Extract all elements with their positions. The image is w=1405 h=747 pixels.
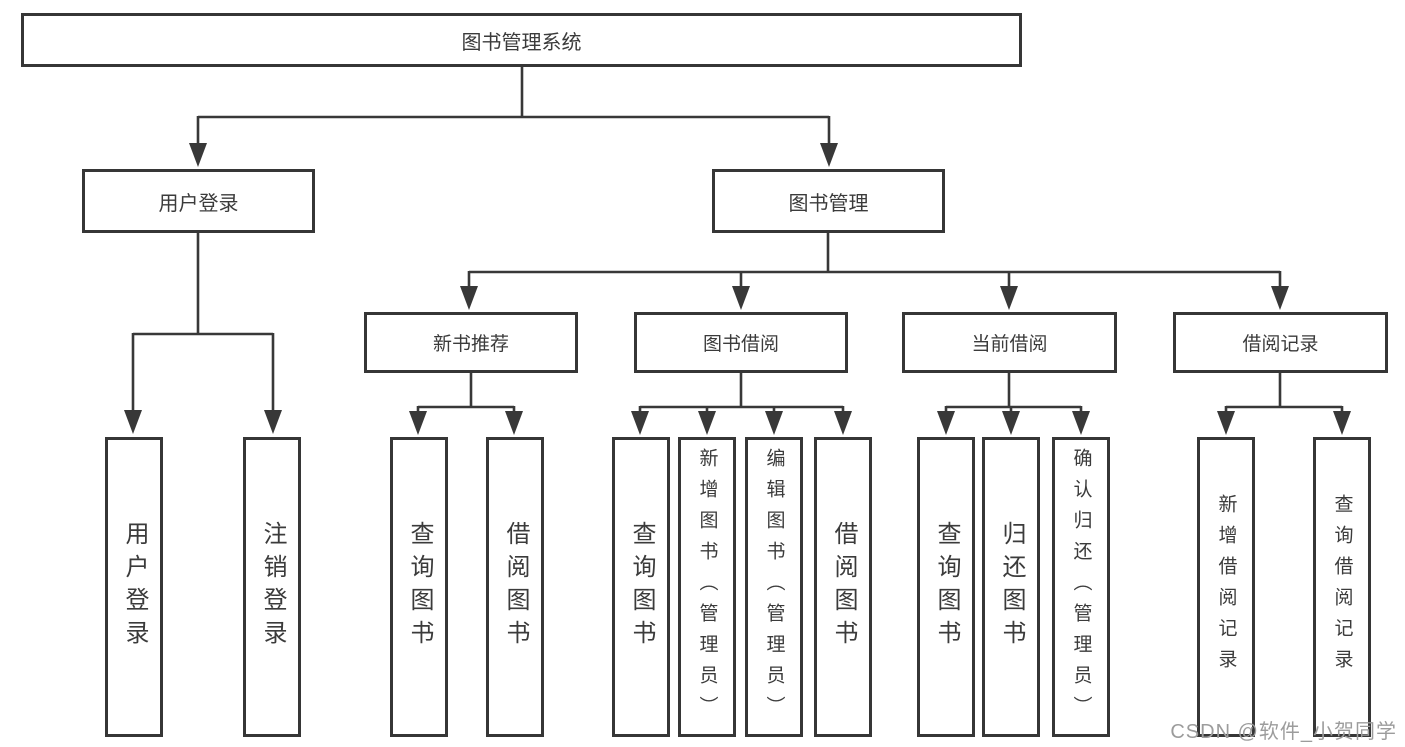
leaf-add-borrow-record: 新增借阅记录 (1197, 437, 1255, 737)
node-label: 新书推荐 (432, 334, 509, 355)
node-label: 当前借阅 (971, 334, 1048, 355)
leaf-label: 编辑图书（管理员） (763, 447, 785, 727)
leaf-label: 注销登录 (259, 521, 286, 653)
node-root-system: 图书管理系统 (21, 13, 1022, 67)
leaf-label: 用户登录 (121, 521, 148, 653)
leaf-query-books-current: 查询图书 (917, 437, 975, 737)
node-user-login: 用户登录 (82, 169, 315, 233)
node-book-borrow: 图书借阅 (634, 312, 848, 373)
node-label: 图书借阅 (702, 334, 779, 355)
leaf-borrow-books: 借阅图书 (814, 437, 872, 737)
node-current-borrow: 当前借阅 (902, 312, 1117, 373)
node-label: 图书管理 (788, 192, 869, 215)
leaf-label: 新增借阅记录 (1215, 494, 1237, 680)
leaf-label: 查询借阅记录 (1331, 494, 1353, 680)
node-label: 图书管理系统 (461, 31, 582, 54)
node-new-book-recommend: 新书推荐 (364, 312, 578, 373)
leaf-query-borrow-record: 查询借阅记录 (1313, 437, 1371, 737)
leaf-label: 借阅图书 (830, 521, 857, 653)
leaf-return-book: 归还图书 (982, 437, 1040, 737)
leaf-label: 归还图书 (998, 521, 1025, 653)
leaf-label: 新增图书（管理员） (696, 447, 718, 727)
leaf-user-login: 用户登录 (105, 437, 163, 737)
node-label: 借阅记录 (1242, 334, 1319, 355)
node-label: 用户登录 (158, 192, 239, 215)
leaf-add-book-admin: 新增图书（管理员） (678, 437, 736, 737)
csdn-watermark: CSDN @软件_小贺同学 (1170, 721, 1397, 743)
leaf-label: 查询图书 (933, 521, 960, 653)
leaf-borrow-books-recommend: 借阅图书 (486, 437, 544, 737)
leaf-confirm-return-admin: 确认归还（管理员） (1052, 437, 1110, 737)
node-borrow-records: 借阅记录 (1173, 312, 1388, 373)
node-book-management: 图书管理 (712, 169, 945, 233)
leaf-logout: 注销登录 (243, 437, 301, 737)
leaf-query-books-borrow: 查询图书 (612, 437, 670, 737)
leaf-edit-book-admin: 编辑图书（管理员） (745, 437, 803, 737)
leaf-query-books-recommend: 查询图书 (390, 437, 448, 737)
leaf-label: 确认归还（管理员） (1070, 447, 1092, 727)
leaf-label: 查询图书 (406, 521, 433, 653)
leaf-label: 借阅图书 (502, 521, 529, 653)
leaf-label: 查询图书 (628, 521, 655, 653)
